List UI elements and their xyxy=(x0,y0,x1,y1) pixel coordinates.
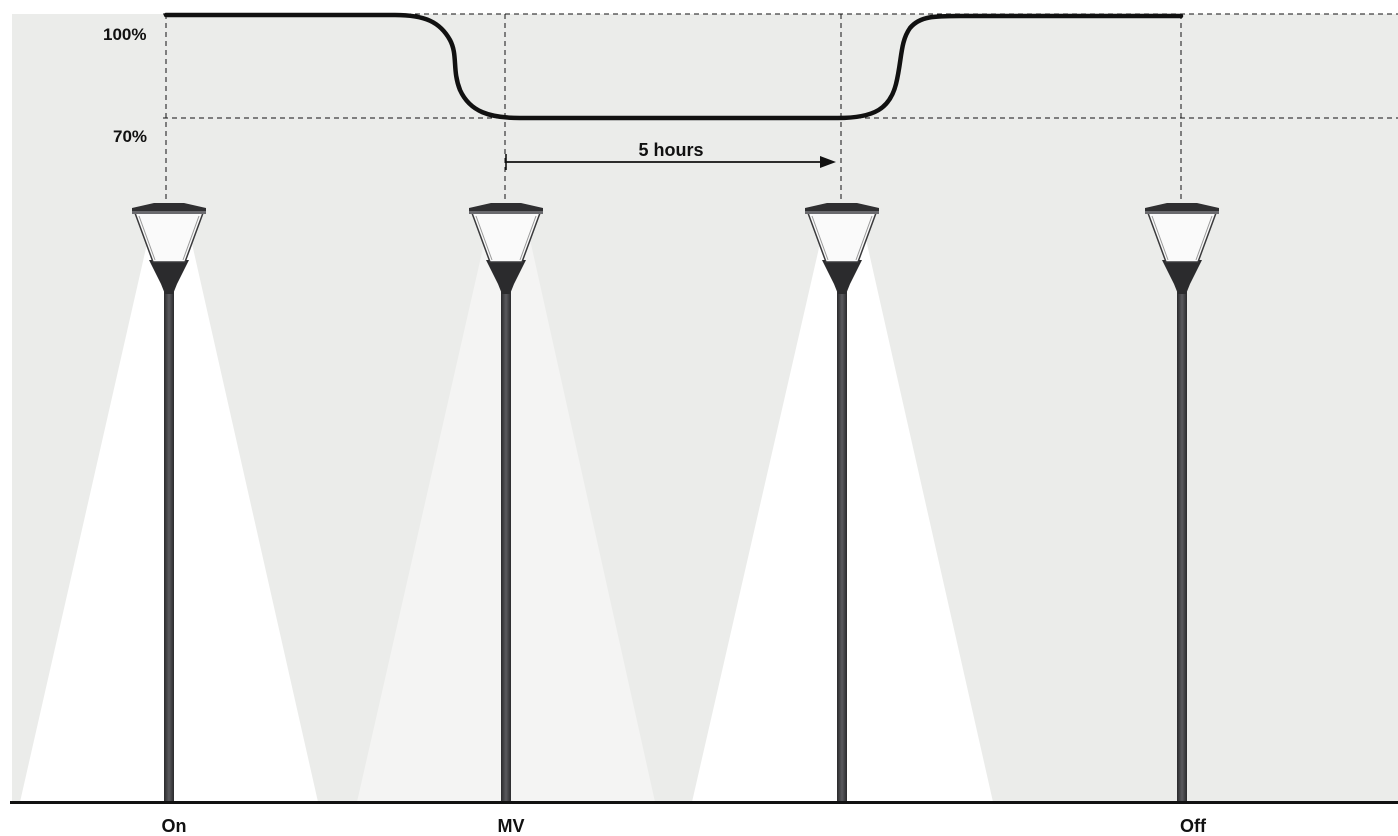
arrow-right-icon xyxy=(820,156,836,168)
stage-label-on: On xyxy=(162,816,187,836)
level-label-100: 100% xyxy=(103,25,146,44)
duration-arrow xyxy=(505,154,836,170)
level-guides xyxy=(163,13,1398,119)
dimming-curve xyxy=(163,12,1184,121)
stage-label-mv: MV xyxy=(498,816,525,836)
duration-label: 5 hours xyxy=(638,140,703,160)
stage-label-off: Off xyxy=(1180,816,1207,836)
level-label-70: 70% xyxy=(113,127,147,146)
ground-line xyxy=(10,801,1398,804)
